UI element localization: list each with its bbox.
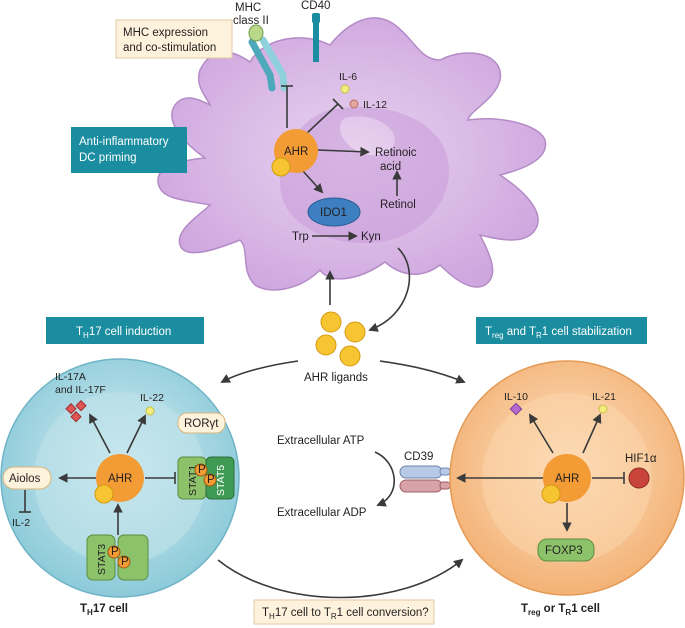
il22-icon xyxy=(145,406,155,416)
hif1a-protein xyxy=(628,467,650,489)
aiolos-box xyxy=(2,466,52,490)
aiolos-label: Aiolos xyxy=(9,473,41,485)
stat3-phospho-b xyxy=(117,555,131,569)
dc-ahr-label: AHR xyxy=(284,146,308,158)
svg-text:P: P xyxy=(121,556,129,568)
treg-header-box xyxy=(476,317,647,344)
dendritic-cell xyxy=(157,17,547,291)
ahr-to-retinoic-arrow xyxy=(317,146,370,157)
trp-label: Trp xyxy=(292,231,309,243)
th17-header-box xyxy=(46,317,204,344)
stat3-protein-b xyxy=(117,534,149,581)
th17-caption: TH17 cell xyxy=(80,603,128,617)
stat1-phospho xyxy=(194,463,208,477)
treg-header: Treg and TR1 cell stabilization xyxy=(485,326,632,340)
foxp3-box xyxy=(537,538,595,562)
th17-ahr-label: AHR xyxy=(108,473,132,485)
il10-label: IL-10 xyxy=(504,391,528,403)
il21-label: IL-21 xyxy=(592,391,616,403)
kyn-to-ligands-arrow xyxy=(368,247,411,332)
anti-box-line2: DC priming xyxy=(79,152,137,164)
rorgt-box xyxy=(177,412,226,434)
mhc-class-ii-receptor xyxy=(248,24,288,92)
dc-ahr-ligand xyxy=(271,157,291,177)
ahr-to-ido1-arrow xyxy=(301,169,324,194)
il6-label: IL-6 xyxy=(339,71,357,83)
il12-icon xyxy=(349,99,359,109)
mhc-label-1: MHC xyxy=(235,2,261,14)
ahr-inhibit-il12-arrow xyxy=(304,103,339,136)
il12-label: IL-12 xyxy=(363,99,387,111)
anti-box-line1: Anti-inflammatory xyxy=(79,136,169,148)
ido1-label: IDO1 xyxy=(320,207,347,219)
il17-label-2: and IL-17F xyxy=(55,384,106,396)
retinol-label: Retinol xyxy=(380,199,416,211)
stat3-label: STAT3 xyxy=(96,544,108,575)
cd39-protein xyxy=(399,465,451,493)
th17-header: TH17 cell induction xyxy=(76,326,171,340)
svg-text:P: P xyxy=(207,474,215,486)
il6-icon xyxy=(340,84,350,94)
cd40-label: CD40 xyxy=(301,0,330,12)
ido1-enzyme xyxy=(307,197,361,227)
mhc-box-line1: MHC expression xyxy=(123,27,208,39)
th17-ahr-to-il17-arrow xyxy=(89,413,111,454)
il22-label: IL-22 xyxy=(140,392,164,404)
rorgt-label: RORγt xyxy=(184,418,219,430)
il17-label-1: IL-17A xyxy=(55,371,86,383)
ahr-ligands-label: AHR ligands xyxy=(304,372,368,384)
stat5-label: STAT5 xyxy=(215,465,227,496)
svg-text:P: P xyxy=(111,546,119,558)
mhc-expression-box xyxy=(115,19,233,59)
stat3-phospho-a xyxy=(107,545,121,559)
ligands-to-th17-arrow xyxy=(220,360,299,383)
svg-text:P: P xyxy=(198,464,206,476)
conversion-box xyxy=(253,599,435,625)
il2-label: IL-2 xyxy=(12,517,30,529)
hif-label: HIF1α xyxy=(625,453,657,465)
conversion-label: TH17 cell to TR1 cell conversion? xyxy=(262,607,429,621)
th17-ahr-to-il22-arrow xyxy=(126,414,146,454)
kyn-label: Kyn xyxy=(361,231,381,243)
ahr-ligands-cluster xyxy=(315,311,366,367)
atp-to-adp-arrow xyxy=(374,451,395,507)
th17-ahr-ligand xyxy=(94,484,114,504)
retinoic-label-1: Retinoic xyxy=(375,147,417,159)
treg-ahr-ligand xyxy=(541,484,561,504)
mhc-box-line2: and co-stimulation xyxy=(123,42,216,54)
il21-icon xyxy=(598,404,608,414)
adp-label: Extracellular ADP xyxy=(277,507,367,519)
ligands-to-treg-arrow xyxy=(379,360,466,384)
il10-icon xyxy=(509,402,523,416)
retinoic-label-2: acid xyxy=(380,161,401,173)
atp-label: Extracellular ATP xyxy=(277,435,365,447)
foxp3-label: FOXP3 xyxy=(545,545,583,557)
cd40-receptor xyxy=(312,13,320,62)
conversion-arrow xyxy=(217,558,464,599)
il17-icon xyxy=(65,400,87,423)
treg-ahr-to-il10-arrow xyxy=(529,413,554,454)
stat5-phospho xyxy=(203,473,217,487)
mhc-label-2: class II xyxy=(233,15,269,27)
treg-caption: Treg or TR1 cell xyxy=(521,603,600,617)
anti-inflammatory-box xyxy=(71,127,187,173)
treg-ahr-to-il21-arrow xyxy=(582,413,602,454)
cd39-label: CD39 xyxy=(404,451,433,463)
treg-ahr-label: AHR xyxy=(555,473,579,485)
